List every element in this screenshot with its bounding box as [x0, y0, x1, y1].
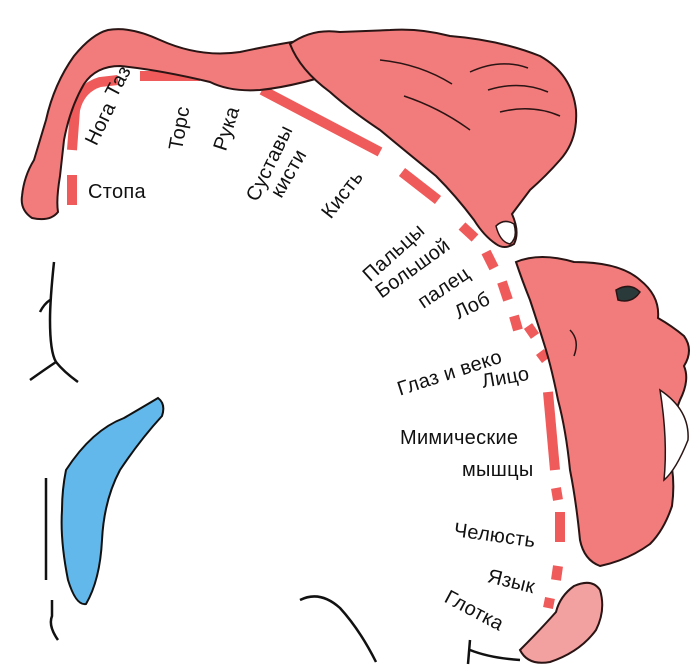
ventricle-shape-icon	[62, 398, 164, 604]
label-mimicheskie: Мимические	[400, 428, 518, 448]
label-stopa: Стопа	[88, 182, 146, 202]
label-myshtsy: мышцы	[462, 460, 534, 480]
